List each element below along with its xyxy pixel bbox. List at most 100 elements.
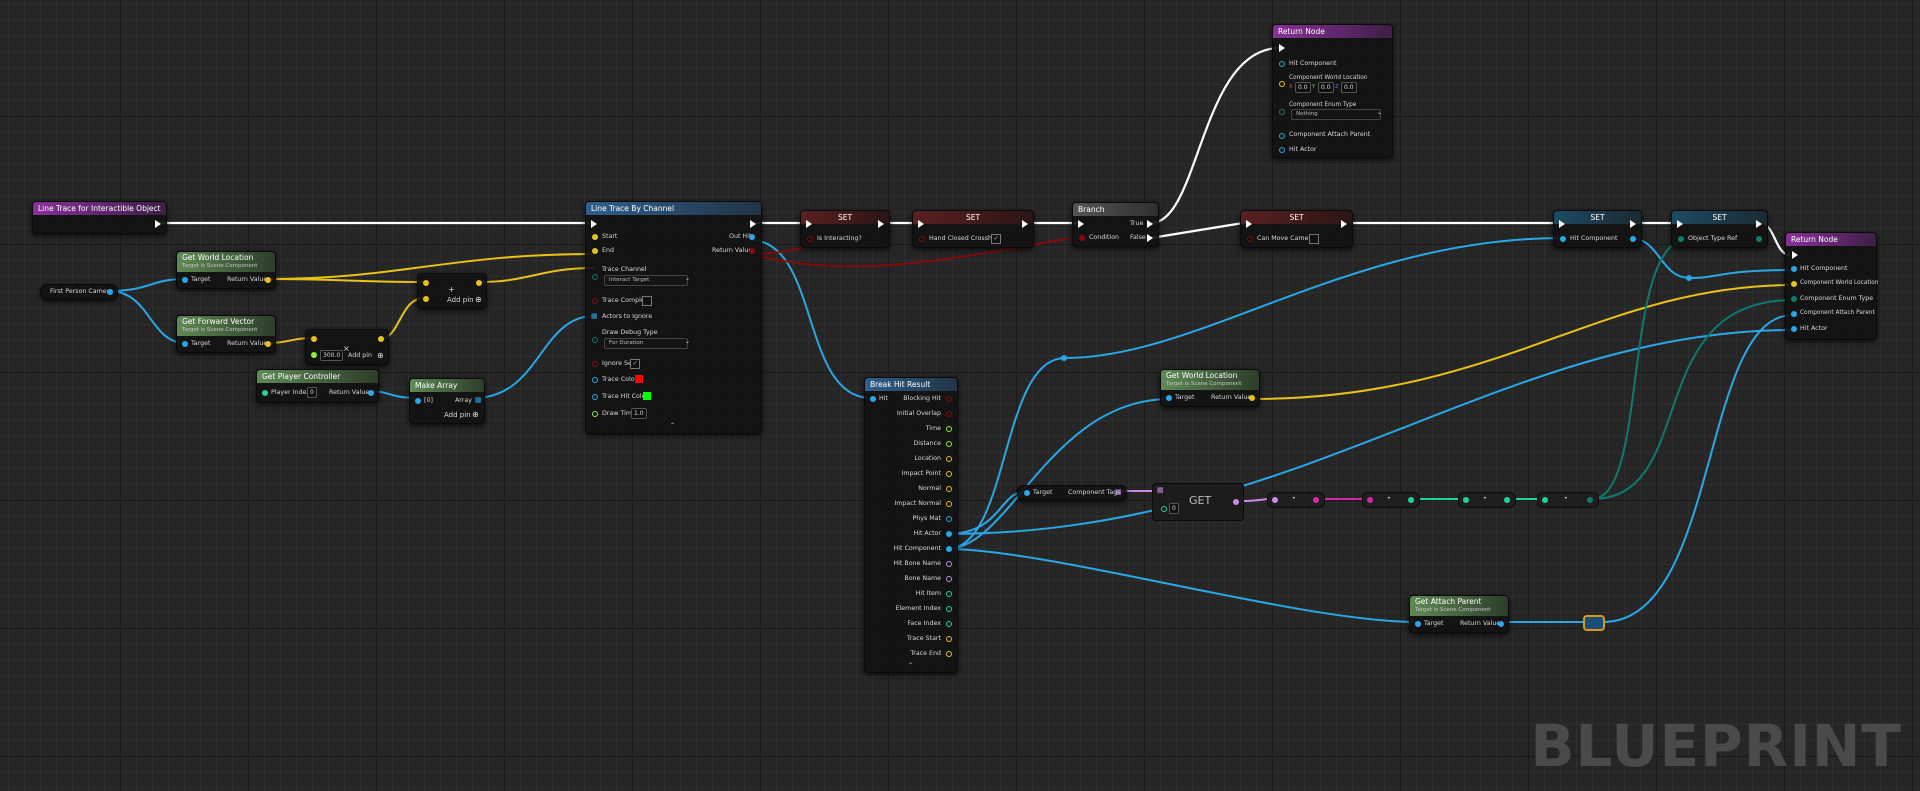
color-in-pin[interactable]	[592, 377, 598, 383]
get-player-controller-node[interactable]: Get Player Controller Player Index 0 Ret…	[256, 369, 379, 403]
first-person-camera-node[interactable]: First Person Camera	[40, 284, 118, 300]
exec-false-pin[interactable]	[1147, 234, 1153, 242]
bool-in-pin[interactable]	[919, 236, 925, 242]
add-pin-button[interactable]: Add pin	[444, 411, 471, 419]
trace-channel-dropdown[interactable]: Interact Target	[604, 275, 688, 286]
exec-in-pin[interactable]	[591, 220, 597, 228]
set-object-type-ref-node[interactable]: SET Object Type Ref	[1671, 210, 1768, 248]
add-pin-icon[interactable]: ⊕	[475, 295, 482, 304]
player-index-field[interactable]: 0	[307, 387, 317, 398]
bool-in-pin[interactable]	[592, 298, 598, 304]
multiply-node[interactable]: × 300.0 Add pin ⊕	[305, 329, 389, 365]
exec-in-pin[interactable]	[1246, 220, 1252, 228]
ignore-self-checkbox[interactable]: ✓	[630, 359, 640, 369]
trace-color-swatch[interactable]	[635, 375, 643, 383]
return-node-top[interactable]: Return Node Hit Component Component Worl…	[1272, 24, 1393, 158]
add-pin-icon[interactable]: ⊕	[377, 351, 384, 360]
byte-in-pin[interactable]	[592, 274, 598, 280]
enum-in-pin[interactable]	[1279, 109, 1285, 115]
conversion-node[interactable]: •	[1458, 492, 1516, 508]
name-out-pin[interactable]	[1233, 499, 1239, 505]
object-out-pin[interactable]	[1498, 621, 1504, 627]
bool-in-pin[interactable]	[807, 236, 813, 242]
hit-result-out-pin[interactable]	[946, 576, 952, 582]
exec-in-pin[interactable]	[918, 220, 924, 228]
object-in-pin[interactable]	[1279, 133, 1285, 139]
array-out-pin[interactable]: ▦	[1115, 488, 1122, 496]
make-array-node[interactable]: Make Array [0] Array ▦ Add pin ⊕	[409, 378, 485, 424]
hit-result-out-pin[interactable]	[946, 486, 952, 492]
bool-in-pin[interactable]	[1247, 236, 1253, 242]
byte-in-pin[interactable]	[1367, 497, 1373, 503]
array-in-pin[interactable]: ▦	[1157, 486, 1164, 494]
target-pin[interactable]	[1024, 490, 1030, 496]
out-hit-pin[interactable]	[749, 234, 755, 240]
reroute-dot[interactable]	[1686, 275, 1692, 281]
hit-in-pin[interactable]	[870, 396, 876, 402]
exec-out-pin[interactable]	[1630, 220, 1636, 228]
target-pin[interactable]	[1166, 395, 1172, 401]
exec-in-pin[interactable]	[1559, 220, 1565, 228]
exec-in-pin[interactable]	[1279, 44, 1285, 52]
hit-result-out-pin[interactable]	[946, 426, 952, 432]
hit-result-out-pin[interactable]	[946, 531, 952, 537]
component-tags-node[interactable]: Target Component Tags ▦	[1017, 485, 1127, 501]
array-get-node[interactable]: ▦ GET 0	[1152, 483, 1244, 521]
array-in-pin[interactable]	[415, 398, 421, 404]
vector-out-pin[interactable]	[476, 280, 482, 286]
hit-result-out-pin[interactable]	[946, 606, 952, 612]
draw-time-field[interactable]: 1.0	[631, 408, 647, 419]
array-in-pin[interactable]: ▦	[591, 312, 598, 320]
hit-result-out-pin[interactable]	[946, 636, 952, 642]
object-out-pin[interactable]	[368, 390, 374, 396]
float-in-pin[interactable]	[311, 352, 317, 358]
conversion-node[interactable]: •	[1537, 492, 1599, 508]
trace-hit-color-swatch[interactable]	[643, 392, 651, 400]
enum-out-pin[interactable]	[1587, 497, 1593, 503]
hit-result-out-pin[interactable]	[946, 516, 952, 522]
reroute-node[interactable]	[1583, 615, 1605, 631]
object-in-pin[interactable]	[1560, 236, 1566, 242]
chevron-down-icon[interactable]: ⌄	[685, 275, 691, 282]
vector-in-pin[interactable]	[423, 296, 429, 302]
hit-result-out-pin[interactable]	[946, 456, 952, 462]
vector-in-pin[interactable]	[1279, 81, 1285, 87]
return-node-right[interactable]: Return Node Hit Component Component Worl…	[1785, 232, 1878, 340]
hit-result-out-pin[interactable]	[946, 471, 952, 477]
y-field[interactable]: 0.0	[1318, 82, 1334, 93]
set-hit-component-node[interactable]: SET Hit Component	[1553, 210, 1642, 248]
exec-in-pin[interactable]	[806, 220, 812, 228]
hit-result-out-pin[interactable]	[946, 501, 952, 507]
end-pin[interactable]	[592, 248, 598, 254]
conversion-node[interactable]: •	[1267, 492, 1325, 508]
enum-in-pin[interactable]	[1791, 296, 1797, 302]
object-in-pin[interactable]	[1791, 266, 1797, 272]
hit-result-out-pin[interactable]	[946, 591, 952, 597]
add-pin-button[interactable]: Add pin	[348, 352, 372, 359]
hit-result-out-pin[interactable]	[946, 621, 952, 627]
enum-in-pin[interactable]	[1542, 497, 1548, 503]
object-out-pin[interactable]	[107, 289, 113, 295]
exec-out-pin[interactable]	[1341, 220, 1347, 228]
name-in-pin[interactable]	[1272, 497, 1278, 503]
bool-out-pin[interactable]	[749, 248, 755, 254]
enum-out-pin[interactable]	[1756, 236, 1762, 242]
hit-result-out-pin[interactable]	[946, 411, 952, 417]
int-in-pin[interactable]	[262, 390, 268, 396]
exec-in-pin[interactable]	[1792, 251, 1798, 259]
vector-out-pin[interactable]	[265, 341, 271, 347]
reroute-dot[interactable]	[1061, 355, 1067, 361]
can-move-camera-checkbox[interactable]	[1309, 234, 1319, 244]
object-in-pin[interactable]	[1791, 326, 1797, 332]
index-field[interactable]: 0	[1169, 503, 1179, 514]
hand-closed-checkbox[interactable]: ✓	[991, 234, 1001, 244]
conversion-node[interactable]: •	[1362, 492, 1420, 508]
add-pin-button[interactable]: Add pin	[447, 296, 474, 304]
branch-node[interactable]: Branch True Condition False	[1072, 202, 1159, 247]
float-value-field[interactable]: 300.0	[320, 350, 344, 361]
line-trace-by-channel-node[interactable]: Line Trace By Channel Start Out Hit End …	[585, 201, 762, 434]
exec-in-pin[interactable]	[1078, 220, 1084, 228]
